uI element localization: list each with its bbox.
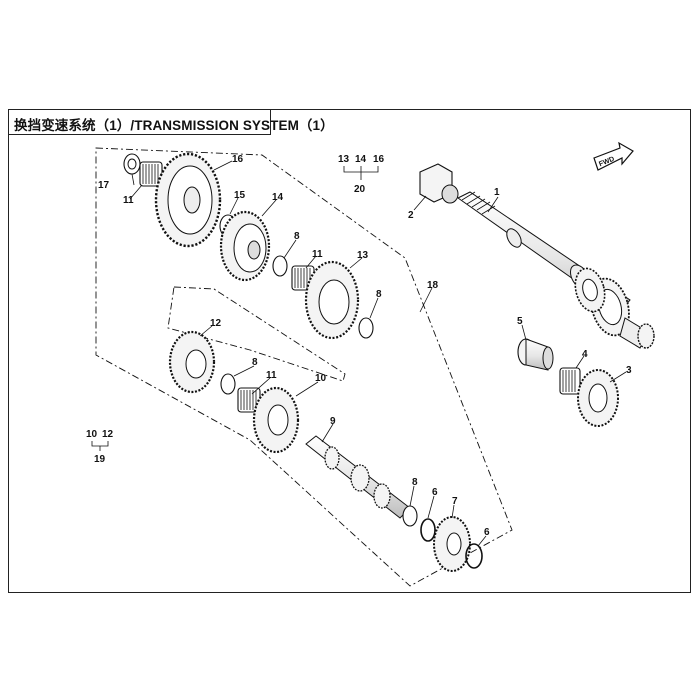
needle-bearing-11-top (139, 161, 163, 187)
callout-15: 15 (234, 190, 246, 201)
callout-17: 17 (98, 180, 110, 191)
gear-7 (433, 516, 471, 572)
callout-6b: 6 (484, 527, 490, 538)
washer-8d (402, 505, 418, 527)
assembly-19-total: 19 (94, 454, 106, 465)
washer-17 (123, 153, 141, 175)
gear-10 (252, 386, 300, 454)
assembly-20-part-1: 13 (338, 154, 350, 165)
page-title: 换挡变速系统（1）/TRANSMISSION SYSTEM（1） (14, 118, 334, 133)
subgroup-outline (167, 286, 346, 382)
gear-16 (154, 152, 222, 248)
callout-3: 3 (626, 365, 632, 376)
washer-8a (272, 255, 288, 277)
assembly-19-part-1: 10 (86, 429, 98, 440)
callout-5: 5 (517, 316, 523, 327)
circlip-6b (465, 543, 483, 569)
callout-4: 4 (582, 349, 588, 360)
shaft-pinion (619, 317, 655, 349)
needle-bearing (559, 367, 581, 395)
callout-11b: 11 (312, 249, 323, 260)
callout-9: 9 (330, 416, 336, 427)
clutch-hub-14 (219, 210, 271, 282)
callout-2: 2 (408, 210, 414, 221)
callout-11a: 11 (123, 195, 134, 206)
washer-8c (220, 373, 236, 395)
callout-12: 12 (210, 318, 222, 329)
gear-13 (304, 260, 360, 340)
leader-lines (129, 160, 627, 547)
callout-6a: 6 (432, 487, 438, 498)
hex-nut (419, 163, 459, 204)
assembly-group-19: 10 12 19 (86, 429, 114, 465)
assembly-20-part-3: 16 (373, 154, 385, 165)
assembly-20-total: 20 (354, 184, 366, 195)
callout-13: 13 (357, 250, 369, 261)
washer-8b (358, 317, 374, 339)
countershaft-9 (305, 435, 411, 519)
callout-11c: 11 (266, 370, 277, 381)
callout-7: 7 (452, 496, 458, 507)
callout-18: 18 (427, 280, 439, 291)
fwd-arrow-icon: FWD (593, 141, 634, 171)
gear-12 (168, 330, 216, 394)
callout-1: 1 (494, 187, 500, 198)
assembly-group-20: 13 14 16 20 (338, 154, 385, 195)
assembly-20-part-2: 14 (355, 154, 367, 165)
circlip-6a (420, 518, 436, 542)
title-box (8, 109, 271, 135)
callout-8d: 8 (412, 477, 418, 488)
gear-3 (577, 369, 619, 427)
callout-8b: 8 (376, 289, 382, 300)
callout-10: 10 (315, 373, 327, 384)
callout-8a: 8 (294, 231, 300, 242)
callout-14: 14 (272, 192, 284, 203)
callout-16: 16 (232, 154, 244, 165)
diagram-frame (8, 109, 691, 593)
assembly-19-part-2: 12 (102, 429, 114, 440)
callout-8c: 8 (252, 357, 258, 368)
spacer-collar (517, 338, 554, 371)
shaft-gear-small (574, 267, 606, 313)
